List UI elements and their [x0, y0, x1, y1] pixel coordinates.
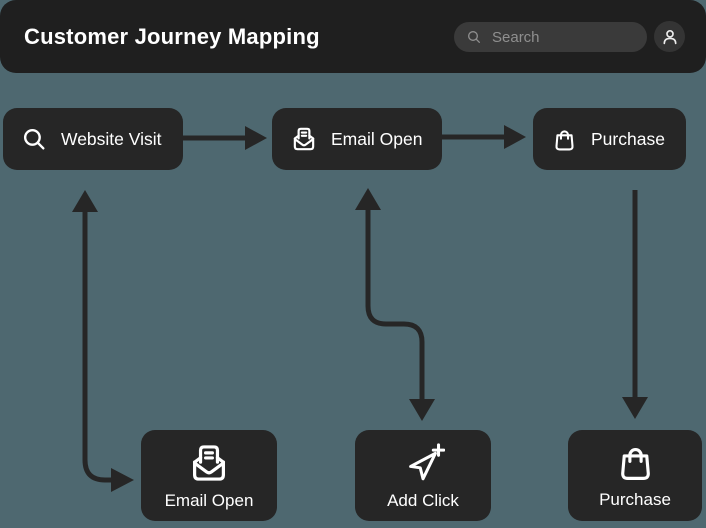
search-box[interactable]: [454, 22, 647, 52]
app-header: Customer Journey Mapping: [0, 0, 706, 73]
node-email-open[interactable]: Email Open: [272, 108, 442, 170]
node-label: Website Visit: [61, 128, 162, 149]
shopping-bag-icon: [620, 448, 650, 480]
edge-purchase-to-purchase-2: [622, 190, 648, 419]
search-icon: [468, 31, 480, 43]
edge-website-visit-to-email-open: [183, 126, 267, 150]
user-icon: [662, 29, 677, 44]
node-purchase[interactable]: Purchase: [533, 108, 686, 170]
node-email-open-2[interactable]: Email Open: [141, 430, 277, 521]
mail-open-icon: [293, 127, 315, 151]
search-input[interactable]: [490, 27, 635, 47]
mail-open-icon: [193, 444, 225, 481]
node-label: Add Click: [387, 490, 459, 510]
node-website-visit[interactable]: Website Visit: [3, 108, 183, 170]
cursor-plus-icon: [409, 442, 445, 480]
node-label: Email Open: [331, 128, 423, 149]
edge-email-open-to-add-click: [355, 188, 435, 421]
node-purchase-2[interactable]: Purchase: [568, 430, 702, 521]
page-title: Customer Journey Mapping: [24, 23, 320, 49]
node-label: Email Open: [164, 490, 254, 510]
user-avatar-button[interactable]: [654, 21, 685, 52]
edge-email-open-to-purchase: [442, 125, 526, 149]
node-label: Purchase: [599, 490, 671, 509]
node-label: Purchase: [591, 128, 665, 149]
node-add-click[interactable]: Add Click: [355, 430, 491, 521]
search-icon: [23, 128, 45, 150]
shopping-bag-icon: [555, 129, 574, 151]
edge-email-open-2-to-website-visit: [72, 190, 134, 492]
